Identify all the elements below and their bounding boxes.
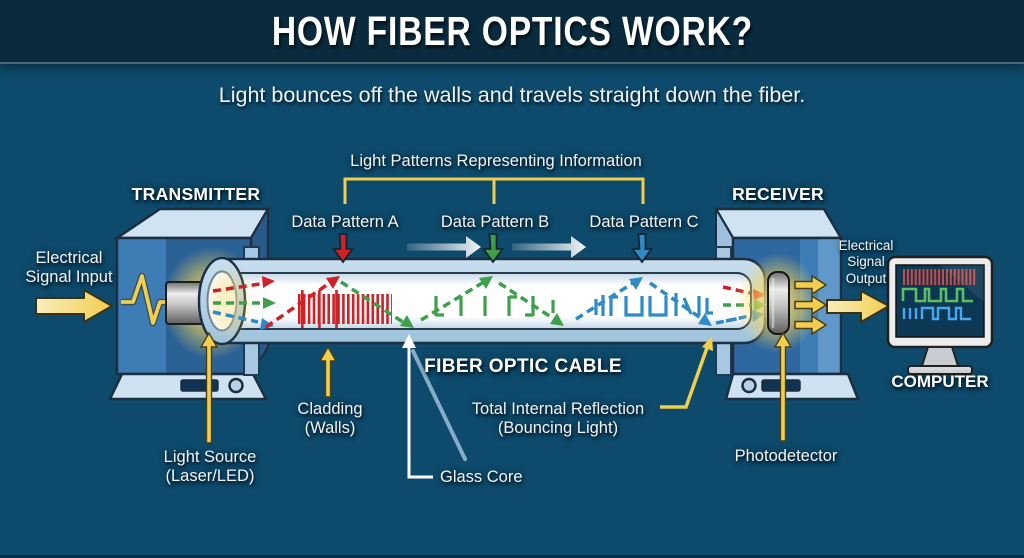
- fiber-cable-icon: [197, 256, 767, 346]
- light-source-pointer-arrow: [199, 331, 219, 444]
- flow-arrow-left: [407, 236, 481, 258]
- data-pattern-b-signal: [434, 295, 555, 317]
- receiver-knob: [741, 377, 757, 394]
- electrical-signal-output-label: Electrical Signal Output: [838, 238, 894, 286]
- data-pattern-a-label: Data Pattern A: [291, 213, 399, 231]
- cladding-pointer-arrow: [318, 345, 338, 398]
- fiber-optic-cable-label: FIBER OPTIC CABLE: [424, 356, 622, 377]
- screen-blue-pattern: [902, 306, 971, 321]
- header-band: HOW FIBER OPTICS WORK?: [0, 0, 1024, 64]
- light-source-label: Light Source (Laser/LED): [163, 448, 257, 486]
- light-patterns-label: Light Patterns Representing Information: [350, 152, 642, 170]
- total-internal-reflection-label: Total Internal Reflection (Bouncing Ligh…: [471, 400, 645, 438]
- signal-waveform-icon: [121, 272, 169, 327]
- photodetector-icon: [767, 271, 790, 335]
- transmitter-knob: [228, 377, 244, 394]
- glass-core-streak: [411, 349, 467, 461]
- receiver-label: RECEIVER: [732, 184, 824, 204]
- photodetector-label: Photodetector: [734, 447, 838, 465]
- data-pattern-c-label: Data Pattern C: [589, 213, 699, 231]
- data-pattern-a-arrow: [331, 233, 355, 264]
- light-path-red: [265, 276, 392, 329]
- data-pattern-c-signal: [594, 293, 713, 317]
- monitor-stand: [920, 346, 960, 367]
- total-internal-reflection-pointer: [660, 336, 713, 409]
- electrical-signal-input-label: Electrical Signal Input: [25, 249, 113, 287]
- cladding-label: Cladding (Walls): [297, 400, 363, 438]
- transmitter-label: TRANSMITTER: [131, 184, 261, 204]
- light-path-green: [340, 276, 564, 328]
- computer-monitor-icon: [886, 255, 994, 375]
- photodetector-pointer-arrow: [773, 331, 793, 442]
- subtitle: Light bounces off the walls and travels …: [218, 83, 806, 107]
- glass-core-pointer: [402, 334, 467, 479]
- page-title: HOW FIBER OPTICS WORK?: [271, 7, 753, 54]
- photodetector-output-arrows: [794, 274, 828, 336]
- data-pattern-bracket: [343, 177, 645, 204]
- bottom-edge: [0, 555, 1024, 558]
- data-pattern-c-arrow: [630, 233, 654, 264]
- light-path-fanout: [212, 276, 276, 330]
- data-pattern-b-label: Data Pattern B: [440, 213, 550, 231]
- input-arrow: [35, 289, 113, 323]
- output-arrow: [826, 290, 890, 323]
- screen-green-pattern: [901, 287, 973, 303]
- data-pattern-b-arrow: [481, 233, 505, 264]
- light-path-blue: [575, 277, 742, 326]
- transmitter-slot: [180, 379, 219, 392]
- glass-core-label: Glass Core: [440, 468, 523, 486]
- flow-arrow-right: [512, 236, 586, 258]
- monitor-base: [907, 365, 973, 375]
- computer-label: COMPUTER: [891, 372, 989, 391]
